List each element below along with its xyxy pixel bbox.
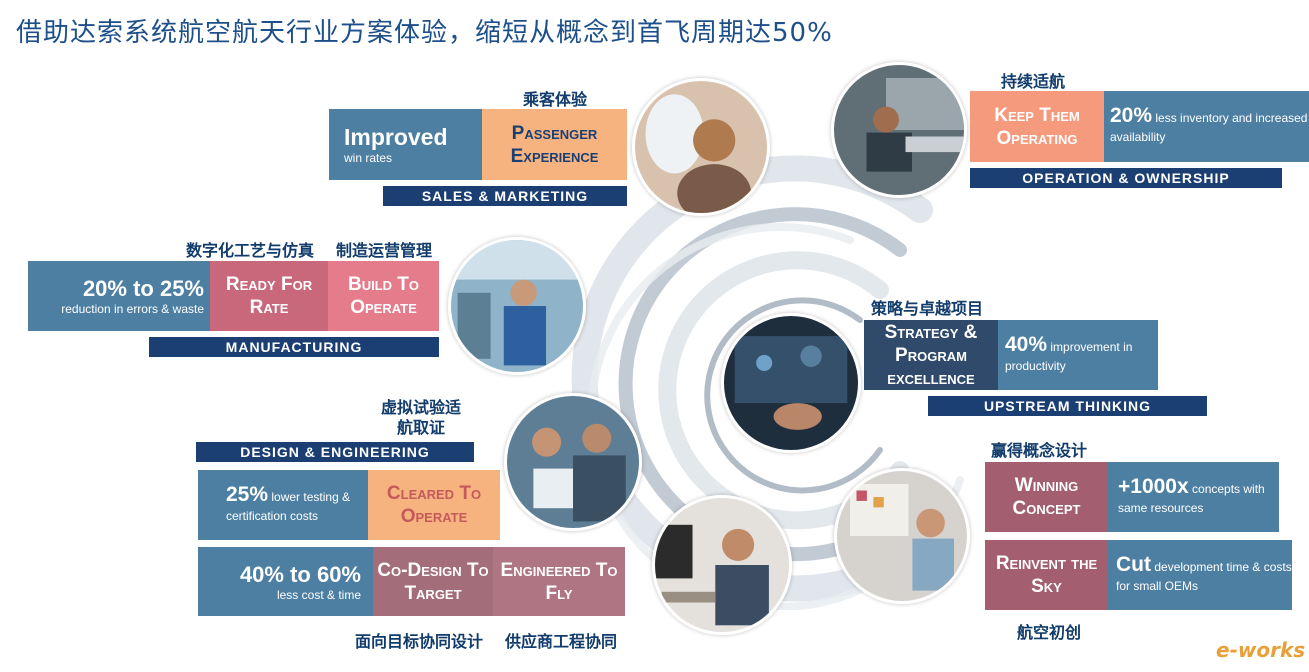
eworks-logo: e-works [1216, 638, 1306, 662]
cut-stat-box: Cut development time & costs for small O… [1108, 540, 1292, 610]
design-stat1-text: lower testing & certification costs [226, 489, 351, 523]
manufacturing-stat-value: 20% to 25% [82, 276, 204, 301]
operation-stat-value: 20% [1110, 104, 1153, 127]
label-supplier-zh: 供应商工程协同 [505, 632, 618, 651]
cleared-to-operate-box: Cleared To Operate [368, 470, 500, 540]
cut-stat-text: development time & costs for small OEMs [1116, 559, 1292, 593]
design-stat2-value: 40% to 60% [239, 561, 361, 587]
passenger-photo [632, 78, 770, 216]
win-rates-text: win rates [344, 151, 393, 165]
label-passenger-zh: 乘客体验 [523, 90, 588, 109]
engineered-to-fly-box: Engineered To Fly [493, 547, 625, 616]
concept-stat-value: +1000x [1118, 474, 1189, 498]
design-stat2-text: less cost & time [276, 587, 361, 602]
manufacturing-stat-box: 20% to 25% reduction in errors & waste [28, 261, 210, 331]
label-sustain-zh: 持续适航 [1001, 72, 1066, 91]
ready-for-rate-box: Ready For Rate [210, 261, 328, 331]
touchscreen-photo [721, 313, 861, 453]
cut-stat-value: Cut [1116, 552, 1151, 576]
page-title: 借助达索系统航空航天行业方案体验，缩短从概念到首飞周期达50% [16, 18, 833, 48]
label-first-flight-zh: 航空初创 [1017, 623, 1082, 642]
upstream-thinking-bar: UPSTREAM THINKING [928, 396, 1207, 416]
operation-stat-text: less inventory and increased availabilit… [1110, 111, 1308, 144]
label-winning-zh: 赢得概念设计 [991, 441, 1088, 460]
label-digital-process-zh: 数字化工艺与仿真 [186, 241, 315, 260]
manufacturing-bar: MANUFACTURING [149, 337, 439, 357]
improved-box: Improved win rates [329, 109, 482, 180]
label-target-design-zh: 面向目标协同设计 [355, 632, 484, 651]
manufacturing-stat-text: reduction in errors & waste [61, 302, 204, 316]
engineers-photo [504, 393, 642, 531]
upstream-stat-text: improvement in productivity [1005, 339, 1133, 373]
upstream-stat-value: 40% [1005, 332, 1048, 356]
improved-text: Improved [344, 124, 448, 150]
concept-stat-box: +1000x concepts with same resources [1108, 462, 1279, 532]
strategy-program-box: Strategy & Program excellence [864, 320, 998, 390]
design-stat1-value: 25% [226, 482, 269, 506]
reinvent-sky-box: Reinvent the Sky [985, 540, 1108, 610]
upstream-stat-box: 40% improvement in productivity [998, 320, 1158, 390]
label-virtual-test-zh: 虚拟试验适航取证 [380, 398, 461, 437]
label-strategy-zh: 策略与卓越项目 [871, 299, 984, 318]
design-stat2-box: 40% to 60% less cost & time [198, 547, 373, 616]
operation-ownership-bar: OPERATION & OWNERSHIP [970, 168, 1282, 188]
whiteboard-photo [834, 468, 970, 604]
keep-them-operating-box: Keep Them Operating [970, 91, 1104, 162]
winning-concept-box: Winning Concept [985, 462, 1108, 532]
passenger-experience-box: Passenger Experience [482, 109, 627, 180]
concept-stat-text: concepts with same resources [1118, 481, 1265, 515]
design-engineering-bar: DESIGN & ENGINEERING [196, 442, 474, 462]
build-to-operate-box: Build To Operate [328, 261, 439, 331]
designer-photo [652, 495, 792, 635]
co-design-box: Co-Design To Target [373, 547, 493, 616]
mechanic-photo [831, 62, 967, 198]
sales-marketing-bar: SALES & MARKETING [383, 186, 627, 206]
design-stat1-box: 25% lower testing & certification costs [198, 470, 368, 540]
label-mfg-ops-zh: 制造运营管理 [336, 241, 433, 260]
operation-stat-box: 20% less inventory and increased availab… [1104, 91, 1309, 162]
factory-worker-photo [448, 237, 586, 375]
